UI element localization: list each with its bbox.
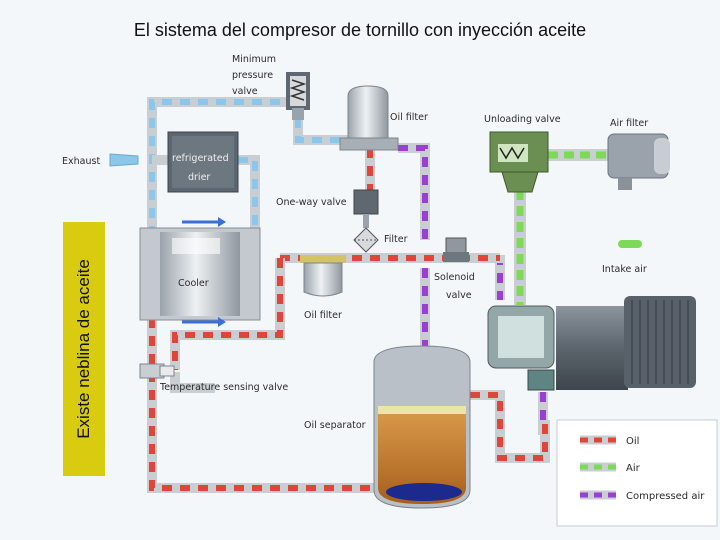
oil-separator (373, 345, 471, 509)
label-refrigerated-1: refrigerated (172, 153, 229, 164)
label-one-way-valve: One-way valve (276, 197, 347, 208)
legend-air-label: Air (626, 463, 641, 474)
label-cooler: Cooler (178, 278, 209, 289)
label-solenoid-1: Solenoid (434, 272, 475, 283)
label-min-pressure-3: valve (232, 86, 258, 97)
solenoid-valve (443, 237, 469, 262)
legend-oil-label: Oil (626, 436, 639, 447)
label-oil-filter-bottom: Oil filter (304, 310, 342, 321)
oil-filter-bottom (300, 255, 346, 297)
one-way-valve (353, 189, 379, 228)
legend-compressed-air-label: Compressed air (626, 491, 705, 502)
label-exhaust: Exhaust (62, 156, 100, 167)
diagram-title: El sistema del compresor de tornillo con… (133, 20, 587, 40)
refrigerated-drier (167, 131, 239, 193)
label-temperature-valve: Temperature sensing valve (159, 382, 288, 393)
exhaust-nozzle (109, 153, 139, 167)
component-labels: Minimum pressure valve Oil filter Unload… (62, 54, 648, 431)
label-filter: Filter (384, 234, 408, 245)
label-oil-filter-top: Oil filter (390, 112, 428, 123)
temperature-sensing-valve (139, 363, 175, 379)
minimum-pressure-valve (286, 72, 310, 120)
label-unloading-valve: Unloading valve (484, 114, 561, 125)
label-min-pressure-2: pressure (232, 70, 273, 81)
label-min-pressure-1: Minimum (232, 54, 276, 65)
intake-air-arrow (618, 240, 642, 248)
label-oil-separator: Oil separator (304, 420, 366, 431)
compressor-motor-unit (487, 296, 696, 391)
label-intake-air: Intake air (602, 264, 647, 275)
oil-filter-top (339, 85, 399, 151)
cooler (139, 217, 261, 327)
filter-element (353, 227, 379, 253)
side-note-banner (63, 222, 105, 476)
air-filter (607, 133, 670, 190)
air-pipes (514, 149, 642, 305)
label-refrigerated-2: drier (188, 172, 210, 183)
legend: Oil Air Compressed air (556, 419, 718, 527)
unloading-valve (489, 131, 549, 193)
label-air-filter: Air filter (610, 118, 648, 129)
label-solenoid-2: valve (446, 290, 472, 301)
